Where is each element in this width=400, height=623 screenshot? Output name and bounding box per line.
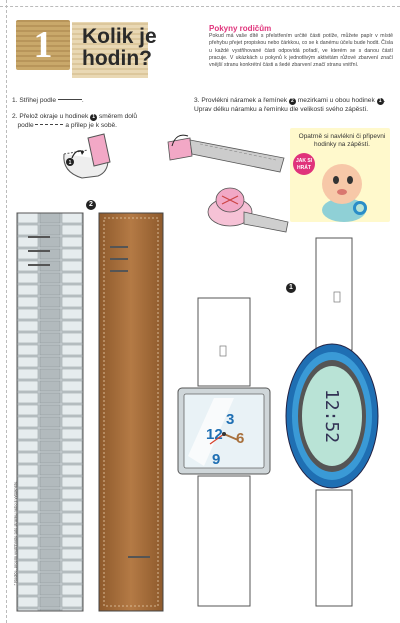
minute-hand <box>209 433 225 445</box>
digital-time-display: 12:52 <box>321 389 342 443</box>
dashed-line-icon <box>35 123 64 125</box>
step-3: 3. Provlékni náramek a řemínek 2 mezirka… <box>194 97 390 114</box>
activity-number: 1 <box>33 24 53 66</box>
watch-marker-one: 1 <box>286 283 296 293</box>
hour-hand <box>223 433 239 441</box>
analog-num-3: 3 <box>226 411 234 428</box>
analog-watch-cutout: 12 3 6 9 <box>177 297 271 607</box>
step-1-text: 1. Střihej podle <box>12 97 56 104</box>
sticker-text: JAK SI <box>296 158 313 164</box>
tip-text: Opatrně si navlékni či připevni hodinky … <box>298 133 386 148</box>
marker-two-icon: 2 <box>288 98 296 105</box>
watch-on-strap-illustration <box>207 187 289 233</box>
analog-num-6: 6 <box>236 430 244 447</box>
strap-threading-illustration <box>167 134 285 173</box>
step-1: 1. Střihej podle . <box>12 97 84 104</box>
marker-one-dot <box>66 158 74 166</box>
analog-num-9: 9 <box>212 451 220 468</box>
sticker-badge-icon <box>293 153 315 175</box>
step-2-text-d: a přilep je k sobě. <box>65 121 118 129</box>
solid-line-icon <box>57 99 82 100</box>
title-line-1: Kolik je <box>82 25 157 48</box>
step-2-text-c: podle <box>17 121 34 129</box>
activity-number-badge: 1 <box>16 20 70 70</box>
cut-guide-left <box>6 0 7 623</box>
strap-marker-two: 2 <box>86 200 96 210</box>
step-2-text-a: 2. Přelož okraje u hodinek <box>12 113 89 120</box>
marker-one-icon-2: 1 <box>376 98 384 105</box>
child-mascot-illustration: JAK SI HRÁT <box>293 153 367 222</box>
leather-strap-cutout <box>98 212 164 612</box>
fold-marker-label: 1 <box>69 160 72 166</box>
parents-title: Pokyny rodičům <box>209 24 272 33</box>
marker-one-icon: 1 <box>90 114 98 121</box>
step-3-text-a: 3. Provlékni náramek a řemínek <box>194 97 288 104</box>
analog-num-12: 12 <box>206 426 223 443</box>
page-title: Kolik je hodin? <box>82 26 157 70</box>
step-3-text-b: mezirkami u obou hodinek <box>297 97 375 104</box>
step-2-text-b: směrem dolů <box>98 113 138 120</box>
title-line-2: hodin? <box>82 47 152 70</box>
side-note: * Rodiče, prosím vystřihněte tuto stránk… <box>12 480 18 586</box>
fold-illustration: 1 <box>63 133 111 179</box>
sticker-text-2: HRÁT <box>297 164 311 171</box>
steel-bracelet-cutout <box>16 212 84 612</box>
digital-watch-cutout: 12:52 <box>285 237 379 607</box>
title-background <box>72 22 148 78</box>
parents-text: Pokud má vaše dítě s přelstřením určité … <box>209 33 393 69</box>
step-2: 2. Přelož okraje u hodinek 1 směrem dolů… <box>12 113 172 130</box>
step-3-text-c: . Uprav délku náramku a řemínku dle veli… <box>194 97 386 113</box>
cut-guide-top <box>0 6 400 7</box>
